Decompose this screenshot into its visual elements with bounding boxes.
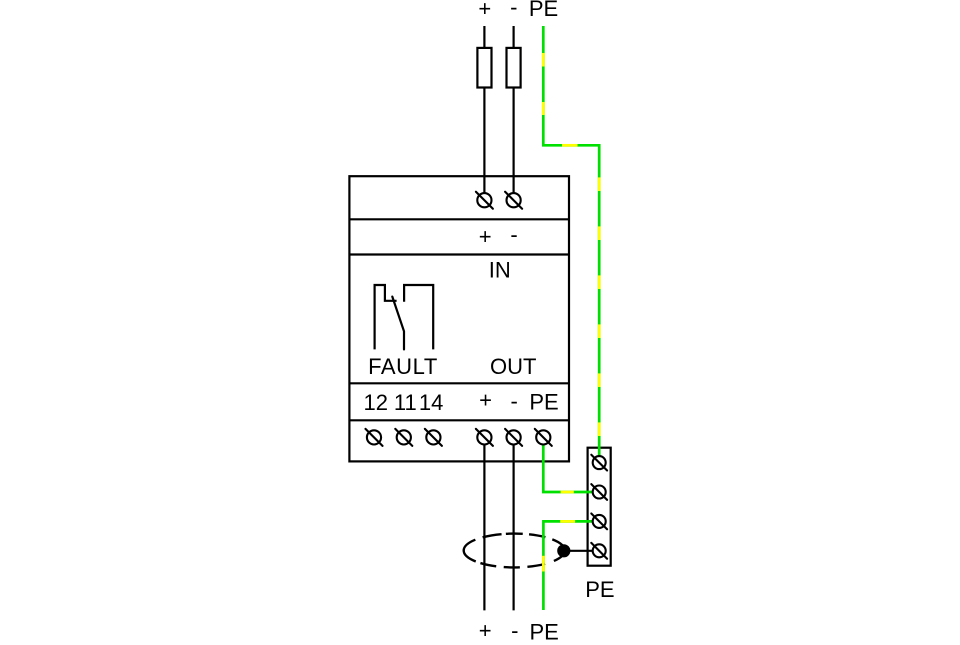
svg-text:+: + <box>479 224 492 249</box>
svg-text:-: - <box>510 222 517 247</box>
svg-text:PE: PE <box>529 389 558 414</box>
svg-text:+: + <box>478 0 491 21</box>
svg-text:PE: PE <box>529 0 558 21</box>
svg-text:12: 12 <box>364 390 388 415</box>
svg-text:PE: PE <box>585 577 614 602</box>
svg-text:+: + <box>479 618 492 640</box>
svg-text:+: + <box>479 388 492 413</box>
svg-text:IN: IN <box>489 258 511 283</box>
svg-text:-: - <box>511 618 518 640</box>
svg-text:14: 14 <box>419 390 443 415</box>
svg-text:FAULT: FAULT <box>368 354 438 379</box>
svg-text:-: - <box>510 0 517 19</box>
svg-text:OUT: OUT <box>490 354 536 379</box>
svg-text:-: - <box>511 388 518 413</box>
svg-text:11: 11 <box>394 390 417 415</box>
svg-text:PE: PE <box>529 619 558 640</box>
